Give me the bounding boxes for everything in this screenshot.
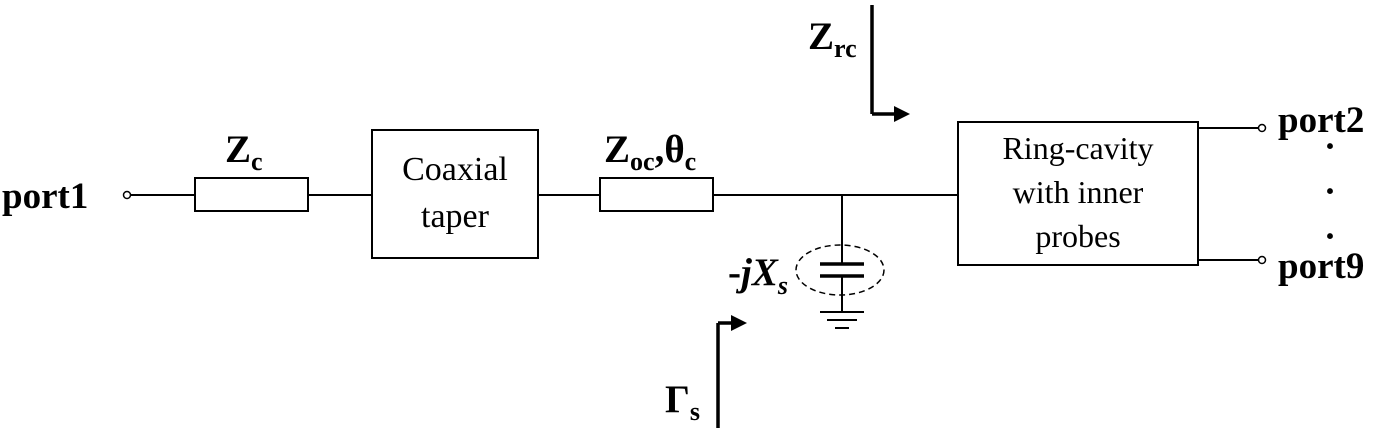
ring-cavity-label-line1: Ring-cavity	[1002, 130, 1153, 166]
gamma-arrow-icon	[716, 315, 747, 428]
port9-terminal	[1257, 255, 1267, 265]
ring-cavity-block	[957, 121, 1199, 266]
coaxial-taper-label-line2: taper	[421, 198, 490, 235]
zrc-arrow-icon	[870, 5, 910, 122]
zc-label: Zc	[225, 128, 263, 176]
port-ellipsis-dot: ·	[1324, 126, 1336, 166]
ring-cavity-label-line2: with inner	[1013, 174, 1144, 210]
zoc-theta-label: Zoc,θc	[604, 128, 696, 176]
port9-label: port9	[1278, 246, 1364, 287]
zrc-label: Zrc	[808, 15, 857, 63]
port2-label: port2	[1278, 100, 1364, 141]
capacitor-dashed-outline	[795, 244, 885, 296]
port-ellipsis-dot: ·	[1324, 216, 1336, 256]
gamma-label: Γs	[665, 378, 700, 426]
coaxial-taper-label-line1: Coaxial	[402, 151, 508, 188]
ground-icon	[820, 311, 864, 329]
port2-terminal	[1257, 123, 1267, 133]
coaxial-taper-block	[371, 129, 539, 259]
port1-label: port1	[2, 176, 88, 217]
port-ellipsis-dot: ·	[1324, 171, 1336, 211]
ring-cavity-label-line3: probes	[1035, 218, 1120, 254]
zc-impedance-element	[194, 177, 309, 212]
zoc-line-element	[599, 177, 714, 212]
jx-reactance-label: -jXs	[728, 251, 788, 300]
port1-terminal	[122, 190, 132, 200]
